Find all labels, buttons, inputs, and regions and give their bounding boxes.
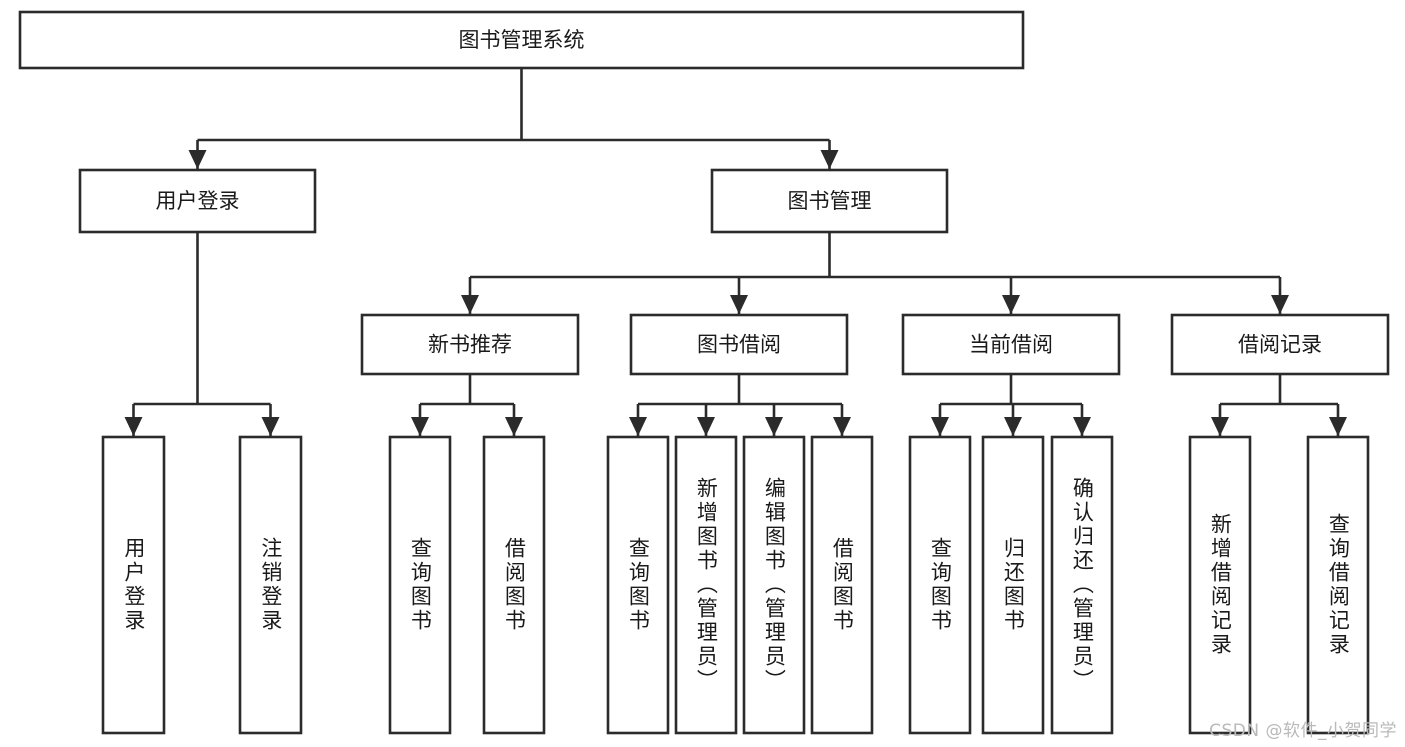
arrow-head-icon-new-book-recommend bbox=[461, 295, 479, 314]
node-box-book-management[interactable] bbox=[710, 168, 949, 234]
node-box-borrow-add-book[interactable] bbox=[674, 435, 738, 735]
arrow-head-icon-user-login-login bbox=[124, 417, 143, 436]
node-box-records-query-record[interactable] bbox=[1306, 435, 1370, 735]
node-box-current-query-book[interactable] bbox=[908, 435, 972, 735]
node-box-root[interactable] bbox=[18, 10, 1025, 70]
arrow-head-icon-current-return-book bbox=[1004, 417, 1022, 436]
arrow-head-icon-current-confirm-return bbox=[1073, 417, 1091, 436]
node-box-book-borrow[interactable] bbox=[629, 313, 849, 376]
arrow-head-icon-borrow-query-book bbox=[629, 417, 647, 436]
arrow-head-icon-user-login-logout bbox=[261, 417, 280, 436]
node-label-root: 图书管理系统 bbox=[459, 28, 585, 52]
arrow-head-icon-recommend-query-book bbox=[411, 417, 429, 436]
node-box-current-borrow[interactable] bbox=[901, 313, 1121, 376]
arrow-head-icon-borrow-edit-book bbox=[765, 417, 783, 436]
node-box-user-login[interactable] bbox=[78, 168, 317, 234]
arrow-head-icon-borrow-borrow-book bbox=[833, 417, 851, 436]
arrow-head-icon-user-login bbox=[188, 150, 207, 169]
arrow-head-icon-current-query-book bbox=[931, 417, 949, 436]
node-box-borrow-borrow-book[interactable] bbox=[810, 435, 874, 735]
arrow-head-icon-book-management bbox=[820, 150, 839, 169]
node-box-user-login-login[interactable] bbox=[101, 435, 166, 735]
arrow-head-icon-current-borrow bbox=[1002, 295, 1020, 314]
connectors-layer bbox=[124, 68, 1347, 436]
node-label-new-book-recommend: 新书推荐 bbox=[428, 333, 512, 357]
arrow-head-icon-borrow-add-book bbox=[697, 417, 715, 436]
node-box-borrow-records[interactable] bbox=[1170, 313, 1390, 376]
node-box-recommend-query-book[interactable] bbox=[388, 435, 452, 735]
boxes-layer bbox=[18, 10, 1390, 735]
arrow-head-icon-recommend-borrow-book bbox=[505, 417, 523, 436]
node-label-current-borrow: 当前借阅 bbox=[969, 333, 1053, 357]
watermark: CSDN @软件_小贺同学 bbox=[1209, 721, 1397, 741]
node-label-book-management: 图书管理 bbox=[788, 189, 872, 213]
arrow-head-icon-records-query-record bbox=[1329, 417, 1347, 436]
arrow-head-icon-borrow-records bbox=[1271, 295, 1289, 314]
node-box-records-add-record[interactable] bbox=[1188, 435, 1252, 735]
node-label-book-borrow: 图书借阅 bbox=[697, 333, 781, 357]
node-box-current-return-book[interactable] bbox=[981, 435, 1045, 735]
node-box-current-confirm-return[interactable] bbox=[1050, 435, 1114, 735]
node-box-borrow-query-book[interactable] bbox=[606, 435, 670, 735]
node-label-borrow-records: 借阅记录 bbox=[1238, 333, 1322, 357]
node-box-new-book-recommend[interactable] bbox=[360, 313, 580, 376]
node-box-recommend-borrow-book[interactable] bbox=[482, 435, 546, 735]
arrow-head-icon-records-add-record bbox=[1211, 417, 1229, 436]
node-box-borrow-edit-book[interactable] bbox=[742, 435, 806, 735]
node-box-user-login-logout[interactable] bbox=[238, 435, 303, 735]
node-label-user-login: 用户登录 bbox=[156, 189, 240, 213]
arrow-head-icon-book-borrow bbox=[730, 295, 748, 314]
